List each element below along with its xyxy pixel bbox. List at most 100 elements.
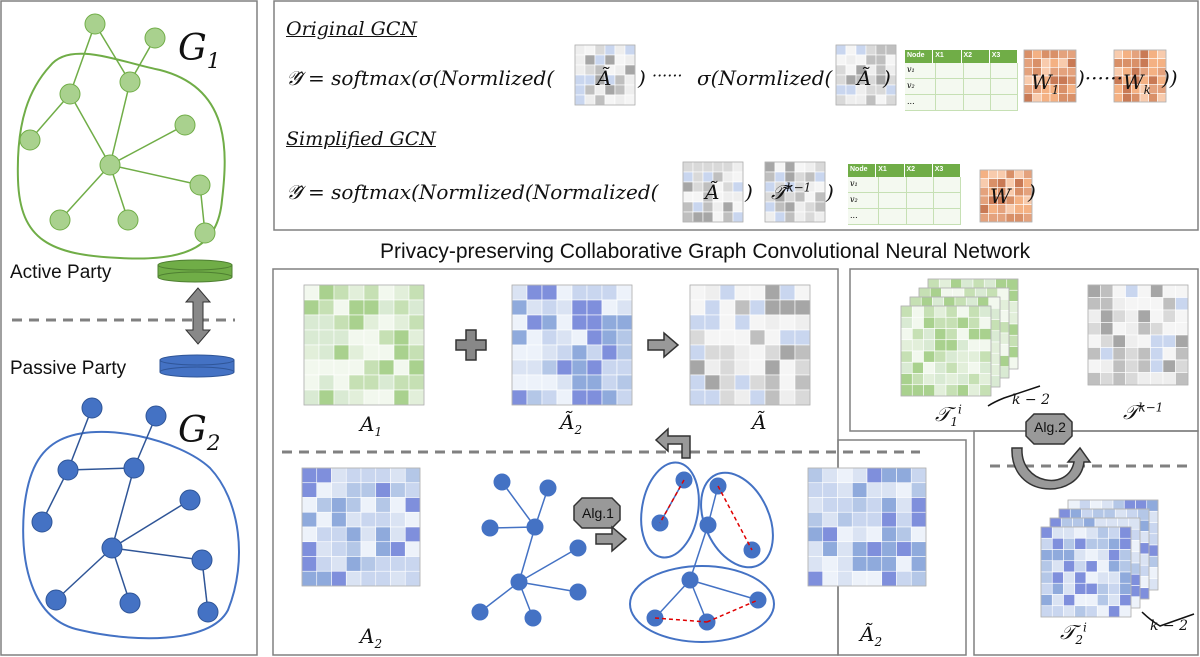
active-party-db-icon <box>157 259 233 283</box>
matrix-a2-cell <box>404 556 421 572</box>
matrix-a2-tilde-bottom-cell <box>851 526 868 543</box>
g2-edge <box>111 467 135 549</box>
matrix-a-tilde-cell <box>734 299 751 316</box>
matrix-a2-cell <box>331 556 347 572</box>
matrix-t-tilde-k1 <box>1087 284 1189 386</box>
matrix-t2-layer-cell <box>1051 526 1064 539</box>
passive-party-db-icon-bottom <box>159 366 235 378</box>
matrix-a-tilde-cell <box>719 374 736 391</box>
matrix-a2-cell <box>345 570 362 587</box>
matrix-a2-tilde-bottom-cell <box>896 541 912 557</box>
label-a2-tilde-top: Ã2 <box>560 410 583 437</box>
matrix-t2-layer-cell <box>1085 560 1098 573</box>
matrix-t1-layer-cell <box>968 373 981 386</box>
matrix-t1-layer-cell <box>968 350 981 363</box>
matrix-t-tilde-k1-cell <box>1162 359 1176 373</box>
original-formula-lhs: 𝒴̂ = softmax(σ(Normlized( <box>286 66 555 90</box>
g2-node <box>197 601 219 623</box>
matrix-t2-layer-cell <box>1085 571 1098 584</box>
formula-matrix-a-tilde-3-cell <box>722 191 734 203</box>
matrix-t2-layer-cell <box>1096 571 1109 584</box>
matrix-t1-layer-cell <box>900 384 913 397</box>
matrix-a2-tilde-top-cell <box>571 299 588 316</box>
matrix-a-tilde-cell <box>734 314 751 331</box>
g1-node <box>59 83 81 105</box>
matrix-a2-cell <box>375 556 391 572</box>
matrix-a2-tilde-bottom-cell <box>807 467 824 484</box>
matrix-t1-layer-cell <box>911 339 924 352</box>
formula-matrix-w-cell <box>979 204 989 214</box>
matrix-a2-tilde-bottom-cell <box>837 467 853 484</box>
matrix-a2-cell <box>331 541 347 557</box>
g2-edge <box>67 467 135 471</box>
matrix-a-tilde-cell <box>734 284 751 301</box>
matrix-a2-tilde-bottom-cell <box>851 541 868 557</box>
matrix-t2-layer-cell <box>1063 571 1076 584</box>
matrix-t-tilde-k1-cell <box>1175 359 1189 373</box>
matrix-a-tilde-cell <box>719 344 736 361</box>
matrix-a2-cell <box>390 541 406 557</box>
matrix-a1-cell <box>393 374 410 391</box>
matrix-a2-cell <box>316 556 332 572</box>
matrix-a1-cell <box>408 329 425 346</box>
matrix-a-tilde-cell <box>719 389 736 406</box>
matrix-t-tilde-k1-cell <box>1112 359 1126 373</box>
matrix-a1-cell <box>393 329 410 346</box>
label-a1: A1 <box>360 412 383 439</box>
matrix-a1-cell <box>348 329 365 346</box>
matrix-a2-tilde-bottom-cell <box>822 511 838 528</box>
matrix-t2-layer-cell <box>1096 526 1109 539</box>
matrix-a2 <box>301 467 421 587</box>
matrix-a2-tilde-top-cell <box>571 344 588 361</box>
matrix-a-tilde-cell <box>719 284 736 301</box>
matrix-t-tilde-k1-cell <box>1125 334 1139 348</box>
matrix-t2-layer-cell <box>1051 605 1064 618</box>
matrix-a1-cell <box>408 359 425 376</box>
matrix-t2-layer-cell <box>1051 594 1064 607</box>
a2-graph-edge <box>518 581 579 593</box>
formula-wk: Wk <box>1123 70 1151 97</box>
formula-matrix-a-tilde-2-cell <box>845 84 857 96</box>
alg2-cycle-icon <box>1011 446 1092 490</box>
matrix-a1-cell <box>333 284 350 301</box>
simplified-gcn-heading: Simplified GCN <box>286 128 436 150</box>
formula-matrix-w1-border <box>1023 49 1077 103</box>
formula-matrix-wk-cell <box>1131 58 1141 68</box>
matrix-a2-tilde-bottom-cell <box>881 497 897 513</box>
matrix-a1-cell <box>378 359 395 376</box>
formula-matrix-a-tilde-1-cell <box>614 44 626 56</box>
matrix-a1-cell <box>408 344 425 361</box>
formula-matrix-a-tilde-3-cell <box>702 211 714 223</box>
formula-matrix-t-tilde-cell <box>784 161 796 173</box>
feature-table-cell <box>934 193 961 208</box>
formula-matrix-a-tilde-1-cell <box>614 54 626 66</box>
formula-matrix-a-tilde-1-cell <box>594 44 606 56</box>
formula-matrix-w-cell <box>979 195 989 205</box>
matrix-t2-layer-cell <box>1108 582 1121 595</box>
matrix-a2-tilde-bottom-cell <box>896 511 912 528</box>
matrix-t2-layer-cell <box>1119 594 1132 607</box>
matrix-a1-cell <box>363 314 380 331</box>
matrix-t-tilde-k1-cell <box>1137 284 1151 298</box>
matrix-a2-tilde-top-cell <box>511 359 528 376</box>
matrix-t-tilde-k1-cell <box>1125 347 1139 361</box>
formula-matrix-a-tilde-1-cell <box>574 74 586 86</box>
matrix-t2-layer-cell <box>1051 549 1064 562</box>
g2-boundary <box>22 430 240 640</box>
original-gcn-heading: Original GCN <box>286 18 417 40</box>
matrix-t2-layer-cell <box>1074 537 1087 550</box>
matrix-a2-cell <box>316 526 332 543</box>
matrix-t2-layer-cell <box>1085 549 1098 562</box>
formula-matrix-a-tilde-3-cell <box>682 171 694 183</box>
matrix-t1-layer-cell <box>911 350 924 363</box>
feature-table-cell: v₁ <box>905 63 937 78</box>
matrix-t-tilde-k1-border <box>1087 284 1189 386</box>
g2-edge <box>67 407 93 471</box>
matrix-a-tilde <box>689 284 811 406</box>
formula-matrix-t-tilde-cell <box>764 161 776 173</box>
formula-matrix-a-tilde-1-cell <box>624 64 636 76</box>
formula-matrix-w1-cell <box>1067 84 1077 94</box>
matrix-t1-layer-cell <box>956 305 969 318</box>
matrix-t-tilde-k1-cell <box>1112 309 1126 323</box>
matrix-t-tilde-k1-cell <box>1137 322 1151 336</box>
